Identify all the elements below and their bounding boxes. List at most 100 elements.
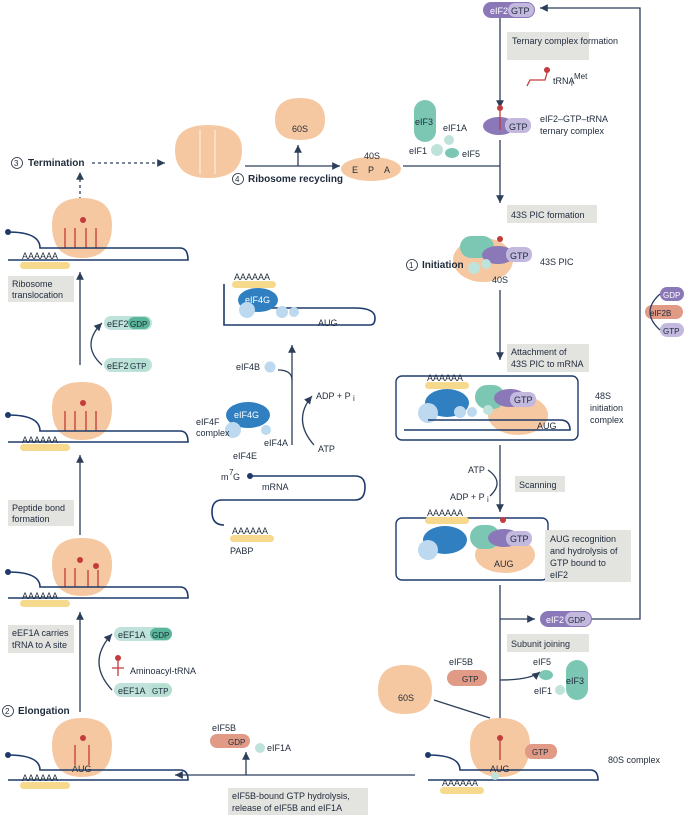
svg-text:40S: 40S [364,151,380,161]
svg-text:Ribosome: Ribosome [12,279,53,289]
aug-recognition-complex: AAAAAA GTP AUG [395,508,549,581]
svg-text:eIF5: eIF5 [462,149,480,159]
svg-text:AUG: AUG [318,318,338,328]
pic43-box: 43S PIC formation [507,205,597,223]
svg-text:43S PIC to mRNA: 43S PIC to mRNA [511,359,584,369]
svg-text:eIF4A: eIF4A [264,438,288,448]
svg-text:eIF5: eIF5 [533,657,551,667]
step-2-elongation: 2 Elongation [2,705,70,717]
svg-text:ATP: ATP [468,465,485,475]
svg-text:80S complex: 80S complex [608,755,661,765]
svg-text:AUG recognition: AUG recognition [550,534,616,544]
svg-text:eIF5B: eIF5B [212,723,236,733]
svg-text:AUG: AUG [72,764,92,774]
scanning-atp: ATP ADP + P i [450,465,498,504]
ternary-complex: GTP eIF2–GTP–tRNA ternary complex [483,105,608,136]
eef1a-carries-box: eEF1A carries tRNA to A site [8,625,74,653]
svg-text:eIF1: eIF1 [409,146,427,156]
svg-text:and hydrolysis of: and hydrolysis of [550,546,618,556]
svg-text:Aminoacyl-tRNA: Aminoacyl-tRNA [130,666,196,676]
ribosome-left-1: AAAAAA [5,198,189,269]
pic43-complex: GTP 40S 43S PIC [453,236,574,285]
eif4b: eIF4B [236,361,276,373]
ribosome-left-bottom: AUG AAAAAA [5,718,189,789]
svg-text:eIF2B: eIF2B [650,309,671,318]
svg-text:Peptide bond: Peptide bond [12,503,65,513]
svg-text:eIF4G: eIF4G [245,295,270,305]
svg-text:AAAAAA: AAAAAA [442,778,478,788]
svg-text:43S PIC formation: 43S PIC formation [511,210,585,220]
svg-text:eIF4B: eIF4B [236,362,260,372]
svg-text:GTP: GTP [663,327,679,336]
svg-text:formation: formation [12,514,50,524]
svg-text:eEF2: eEF2 [107,361,129,371]
svg-text:GTP: GTP [130,362,146,371]
step-3-termination: 3 Termination [11,157,84,169]
svg-text:43S PIC: 43S PIC [540,257,574,267]
svg-text:AUG: AUG [490,764,510,774]
svg-text:Scanning: Scanning [519,480,557,490]
svg-text:ADP + P: ADP + P [450,492,485,502]
c48s-complex: AAAAAA GTP AUG 48S initiation complex [395,373,624,441]
svg-text:eEF1A carries: eEF1A carries [12,628,69,638]
hydrolysis-box: eIF5B-bound GTP hydrolysis, release of e… [228,788,368,815]
svg-text:initiation: initiation [590,403,623,413]
svg-text:Initiation: Initiation [422,260,464,271]
eif5b-release: eIF5B GDP eIF1A [210,723,291,753]
svg-text:i: i [353,394,355,403]
peptide-bond-box: Peptide bond formation [8,500,74,526]
svg-text:Termination: Termination [28,158,84,169]
eif4f-complex: eIF4G eIF4A eIF4E eIF4F complex [196,402,288,461]
eif2-gtp-top: eIF2 GTP [483,2,535,18]
svg-text:eIF1A: eIF1A [443,123,467,133]
svg-text:complex: complex [590,415,624,425]
svg-text:eIF3: eIF3 [415,117,433,127]
eef2-cycle: eEF2 GDP eEF2 GTP [90,316,152,372]
svg-text:G: G [233,472,240,482]
svg-text:7: 7 [229,468,234,477]
scanning-box: Scanning [515,476,565,492]
atp-hydrolysis-4a: ADP + P i ATP [301,391,355,454]
svg-text:GDP: GDP [568,616,585,625]
svg-text:eIF2: eIF2 [550,570,568,580]
svg-text:Met: Met [574,72,588,81]
ribosome-left-2: AAAAAA [5,382,189,451]
svg-text:AAAAAA: AAAAAA [22,435,58,445]
svg-text:AUG: AUG [494,559,514,569]
svg-text:48S: 48S [595,391,611,401]
svg-text:4: 4 [235,175,240,184]
svg-text:60S: 60S [398,693,414,703]
activated-mrna-complex: AAAAAA eIF4G AUG [223,272,376,328]
large-subunit-60s-top: 60S [275,98,325,140]
svg-text:GTP: GTP [514,395,533,405]
svg-text:m: m [221,472,229,482]
eif2b-exchange: GDP eIF2B GTP [645,287,684,337]
svg-text:AUG: AUG [537,421,557,431]
svg-text:i: i [571,79,573,88]
svg-text:ATP: ATP [318,444,335,454]
svg-text:A: A [384,165,390,175]
svg-text:P: P [368,165,374,175]
svg-text:AAAAAA: AAAAAA [234,272,270,282]
svg-text:GTP: GTP [462,675,478,684]
attachment-box: Attachment of 43S PIC to mRNA [507,344,589,372]
svg-text:GTP bound to: GTP bound to [550,558,606,568]
aug-recognition-box: AUG recognition and hydrolysis of GTP bo… [545,530,631,582]
svg-text:GDP: GDP [152,631,169,640]
svg-text:GDP: GDP [130,320,147,329]
eef1a-cycle: eEF1A GDP eEF1A GTP Aminoacyl-tRNA [98,627,196,697]
svg-text:eIF2: eIF2 [490,6,508,16]
eif2-recycling-arrow [540,4,641,620]
svg-text:Attachment of: Attachment of [511,347,567,357]
svg-text:AAAAAA: AAAAAA [22,251,58,261]
svg-text:tRNA: tRNA [553,76,575,86]
svg-text:GTP: GTP [532,748,548,757]
svg-text:PABP: PABP [230,546,253,556]
svg-text:ADP + P: ADP + P [316,391,351,401]
svg-text:eIF2–GTP–tRNA: eIF2–GTP–tRNA [540,114,608,124]
svg-text:GDP: GDP [228,738,245,747]
large-subunit-60s-joining: 60S eIF5B GTP [378,657,491,719]
small-subunit-40s: 40S E P A [341,151,401,181]
ribosome-post-termination [175,125,242,178]
svg-text:eIF4E: eIF4E [233,451,257,461]
